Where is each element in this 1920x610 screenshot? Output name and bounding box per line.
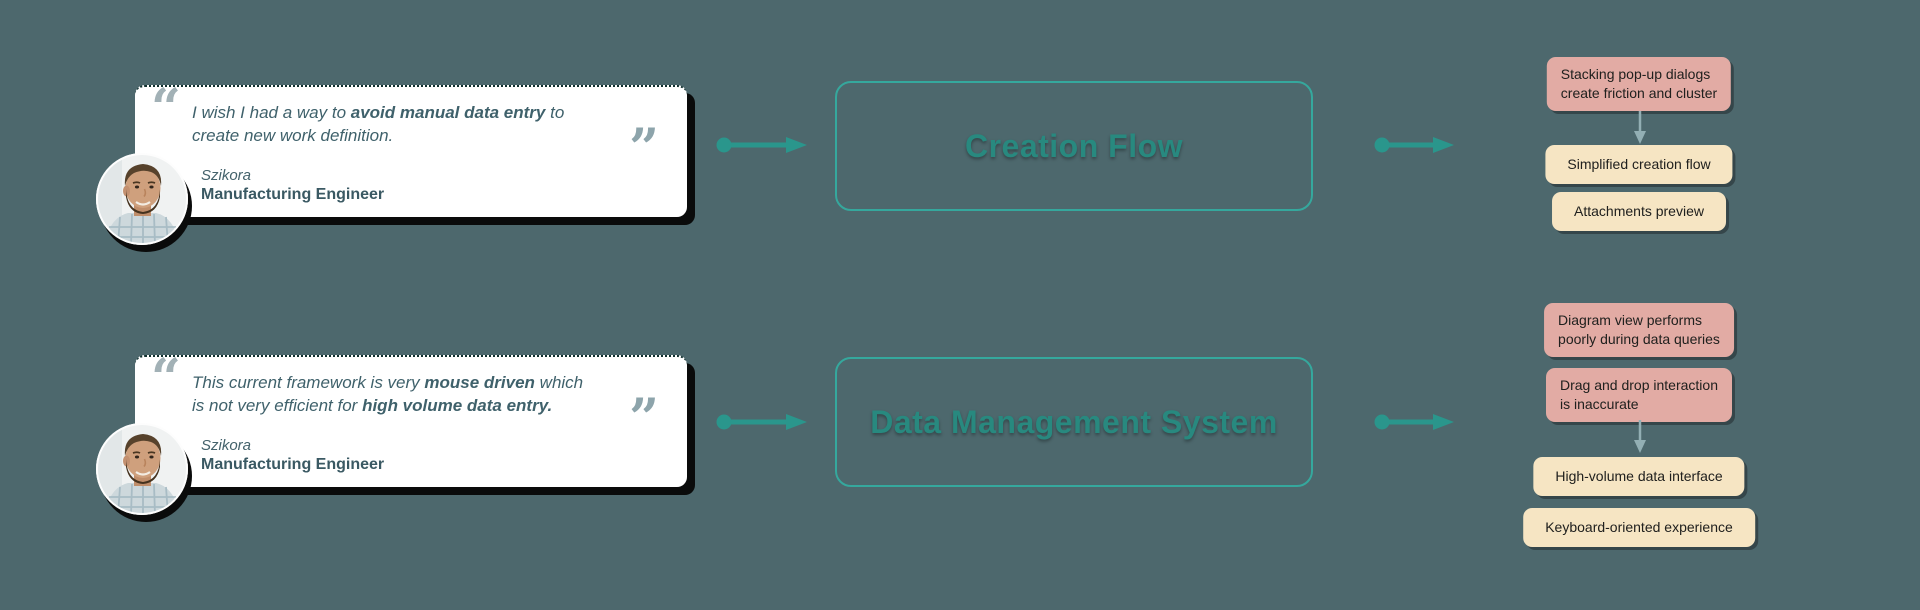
avatar [96,423,188,515]
solution-chip: Simplified creation flow [1545,145,1733,184]
problem-chip: Diagram view performs poorly during data… [1544,303,1734,357]
arrow-down-icon [1634,420,1646,453]
arrow-right-icon [716,414,807,430]
quote-author: Szikora [201,437,252,454]
quote-segment-bold: high volume data entry. [362,396,553,415]
arrow-down-icon [1634,111,1646,144]
solution-chip: Keyboard-oriented experience [1523,508,1755,547]
quote-segment: which is not very efficient for [192,373,584,415]
problem-chip: Drag and drop interaction is inaccurate [1546,368,1732,422]
quote-author: Szikora [201,167,252,184]
problem-chip: Stacking pop-up dialogs create friction … [1546,57,1732,111]
arrow-right-icon [1374,137,1454,153]
quote-segment: to create new work definition. [192,103,565,145]
avatar-photo [96,423,188,515]
quote-segment-bold: mouse driven [424,373,535,392]
quote-segment: I wish I had a way to [192,103,351,122]
system-label: Data Management System [870,403,1278,440]
open-quote-icon: “ [151,348,181,409]
quote-segment: This current framework is very [192,373,425,392]
quote-card-creation-flow: “ I wish I had a way to avoid manual dat… [96,78,687,245]
avatar-photo [96,153,188,245]
solution-chip: High-volume data interface [1533,457,1745,496]
close-quote-icon: ” [629,118,659,179]
solution-chip: Attachments preview [1552,192,1726,231]
avatar [96,153,188,245]
system-box-creation-flow: Creation Flow [835,81,1313,211]
system-label: Creation Flow [964,127,1184,164]
arrow-right-icon [1374,414,1454,430]
quote-text: I wish I had a way to avoid manual data … [192,101,672,147]
quote-card-data-management: “ This current framework is very mouse d… [96,348,687,515]
quote-text: This current framework is very mouse dri… [192,371,672,417]
quote-segment-bold: avoid manual data entry [350,103,546,122]
system-box-data-management: Data Management System [835,357,1313,487]
open-quote-icon: “ [151,78,181,139]
close-quote-icon: ” [629,388,659,449]
quote-author-role: Manufacturing Engineer [201,456,385,473]
quote-author-role: Manufacturing Engineer [201,186,385,203]
arrow-right-icon [716,137,807,153]
